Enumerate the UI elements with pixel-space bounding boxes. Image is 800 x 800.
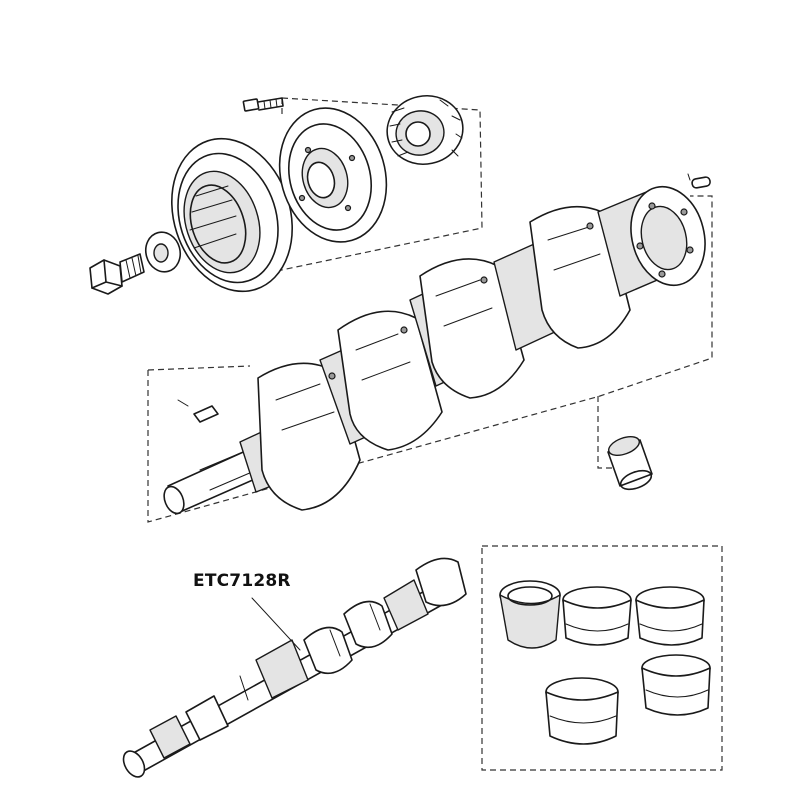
hub-bolt — [242, 97, 284, 112]
bearing-shell-3 — [635, 586, 705, 646]
camshaft — [122, 557, 467, 778]
crankshaft — [163, 185, 706, 515]
pulley-bolt — [89, 253, 145, 295]
woodruff-key — [177, 399, 219, 423]
bearing-shell-4 — [545, 677, 619, 745]
bearing-shell-1 — [499, 580, 561, 649]
bearing-shell-2 — [562, 586, 632, 646]
flange-dowel — [687, 173, 711, 189]
pulley-washer — [144, 231, 182, 273]
bearing-group-frame — [481, 545, 723, 771]
spigot-bush — [607, 436, 653, 491]
camshaft-part-number-label: ETC7128R — [193, 571, 291, 591]
damper-plate — [278, 107, 388, 243]
bearing-shell-5 — [641, 654, 711, 716]
crankshaft-pulley — [171, 137, 293, 293]
timing-gear — [386, 95, 464, 165]
camshaft-leader-line — [251, 597, 301, 651]
